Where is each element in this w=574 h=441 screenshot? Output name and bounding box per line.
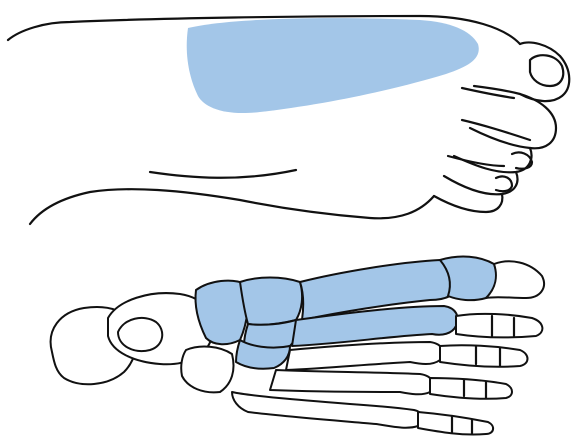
- foot-skeleton-top-view: [51, 257, 544, 435]
- toe-crease-1: [462, 88, 514, 98]
- toe-5-phalanges: [418, 412, 493, 435]
- cuboid-bone: [181, 347, 233, 393]
- toe-2-phalanges: [456, 314, 542, 337]
- foot-highlight-area: [187, 18, 479, 113]
- navicular-bone: [195, 281, 248, 345]
- second-toe-outline: [470, 94, 556, 148]
- little-toe-outline: [434, 194, 502, 212]
- metatarsal-3-bone: [286, 342, 443, 370]
- big-toe-nail: [530, 55, 563, 86]
- big-toe-outline: [474, 43, 569, 102]
- toe-3-phalanges: [440, 345, 528, 367]
- medial-cuneiform-bone: [240, 278, 302, 325]
- fourth-toe-nail: [496, 176, 512, 191]
- toe-4-phalanges: [430, 378, 512, 399]
- foot-inner-contour: [150, 170, 296, 178]
- hallux-proximal-phalanx: [440, 257, 497, 301]
- third-toe-nail: [512, 152, 532, 168]
- foot-top-view: [8, 16, 569, 224]
- metatarsal-4-bone: [270, 370, 433, 394]
- foot-bottom-outline: [30, 189, 434, 224]
- metatarsal-5-bone: [232, 392, 423, 428]
- talus-head: [118, 318, 162, 351]
